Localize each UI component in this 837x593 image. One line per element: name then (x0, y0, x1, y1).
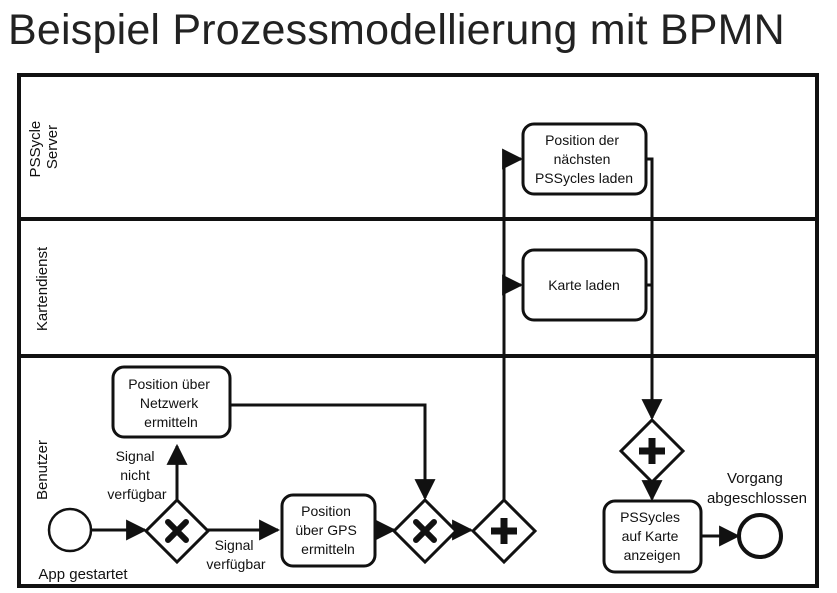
lane-label-line: Benutzer (34, 440, 51, 500)
lane-benutzer-label: Benutzer (34, 440, 51, 500)
svg-text:Karte laden: Karte laden (548, 277, 620, 293)
plus-marker-icon (639, 438, 665, 464)
task-netzwerk: Position über Netzwerk ermitteln (111, 365, 232, 439)
svg-text:Position über GPS: Position über GPS ermitteln (295, 503, 360, 557)
sequence-flows (92, 148, 741, 547)
exclusive-gateway-split (143, 497, 211, 565)
svg-text:Position der nächsten: Position der nächsten PSSycles laden (535, 132, 633, 186)
plus-marker-icon (491, 518, 517, 544)
end-event-label: Vorgang abgeschlossen (707, 470, 807, 507)
flow-label-verfuegbar: Signal verfügbar (206, 537, 265, 572)
slide-title: Beispiel Prozessmodellierung mit BPMN (8, 6, 785, 54)
svg-text:PSSycle Server: PSSycle Server (27, 117, 61, 178)
pool-frame (17, 73, 819, 588)
x-marker-icon (165, 519, 189, 543)
parallel-gateway-join (618, 417, 686, 485)
task-gps: Position über GPS ermitteln (280, 493, 377, 568)
svg-text:PSSycles auf Karte: PSSycles auf Karte anzeigen (620, 509, 684, 563)
svg-text:Position über Netzwerk: Position über Netzwerk ermitteln (128, 376, 214, 430)
parallel-gateway-fork (470, 497, 538, 565)
start-event-label: App gestartet (38, 566, 128, 583)
exclusive-gateway-merge (391, 497, 459, 565)
lane-server-label: PSSycle Server (27, 117, 61, 178)
svg-text:Kartendienst: Kartendienst (34, 246, 51, 331)
lane-label-line: PSSycle (27, 121, 44, 178)
task-karte-laden: Karte laden (521, 248, 648, 322)
flow-netzwerk-to-merge (230, 403, 436, 501)
flow-fork-to-nearest (502, 148, 524, 500)
end-event (737, 513, 783, 559)
flow-nearest-to-join (641, 157, 663, 421)
svg-text:Benutzer: Benutzer (34, 440, 51, 500)
lane-label-line: Kartendienst (34, 246, 51, 331)
flow-label-nicht-verfuegbar: Signal nicht verfügbar (107, 448, 166, 502)
x-marker-icon (413, 519, 437, 543)
lane-kartendienst-label: Kartendienst (34, 246, 51, 331)
lane-label-line: Server (44, 125, 61, 169)
task-anzeigen: PSSycles auf Karte anzeigen (602, 499, 703, 574)
task-nearest-pssycles: Position der nächsten PSSycles laden (521, 122, 648, 196)
start-event (47, 507, 93, 553)
